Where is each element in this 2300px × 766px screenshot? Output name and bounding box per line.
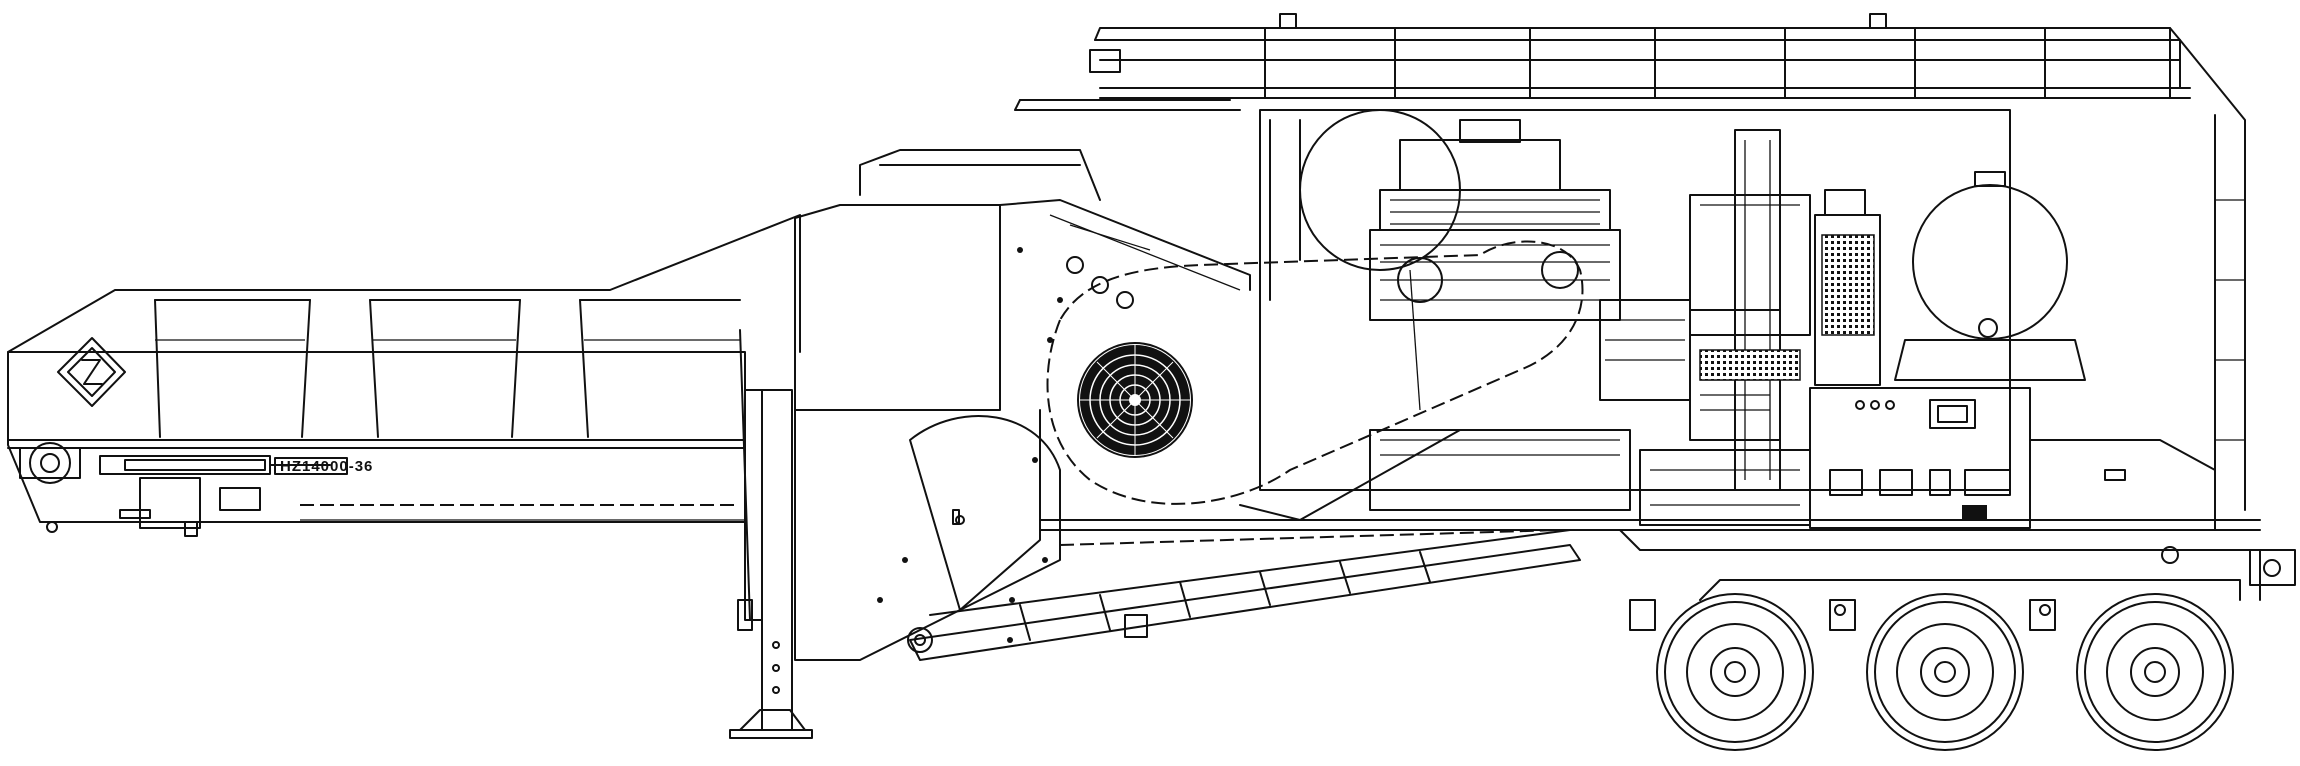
discharge-conveyor bbox=[907, 529, 1581, 661]
grinder-housing bbox=[794, 149, 1251, 661]
wheel-2 bbox=[1866, 593, 2024, 751]
drive-roller bbox=[29, 442, 71, 484]
display-screen bbox=[1929, 399, 1976, 429]
control-panel bbox=[1809, 387, 2031, 529]
main-frame bbox=[1039, 429, 2296, 601]
flywheel bbox=[1077, 342, 1193, 458]
wheel-3 bbox=[2076, 593, 2234, 751]
model-plate: HZ14000-36 bbox=[274, 457, 373, 475]
hydraulic-cabinet bbox=[1689, 189, 1881, 386]
top-railing bbox=[1014, 13, 2246, 511]
infeed-conveyor: HZ14000-36 bbox=[7, 214, 801, 537]
engine-compartment bbox=[1259, 109, 2011, 491]
fuel-tank bbox=[1894, 171, 2086, 381]
suspension bbox=[1629, 579, 2241, 631]
model-number-text: HZ14000-36 bbox=[280, 458, 373, 475]
wheel-1 bbox=[1656, 593, 1814, 751]
stabilizer-leg bbox=[729, 329, 813, 739]
logo-diamond bbox=[57, 337, 126, 407]
